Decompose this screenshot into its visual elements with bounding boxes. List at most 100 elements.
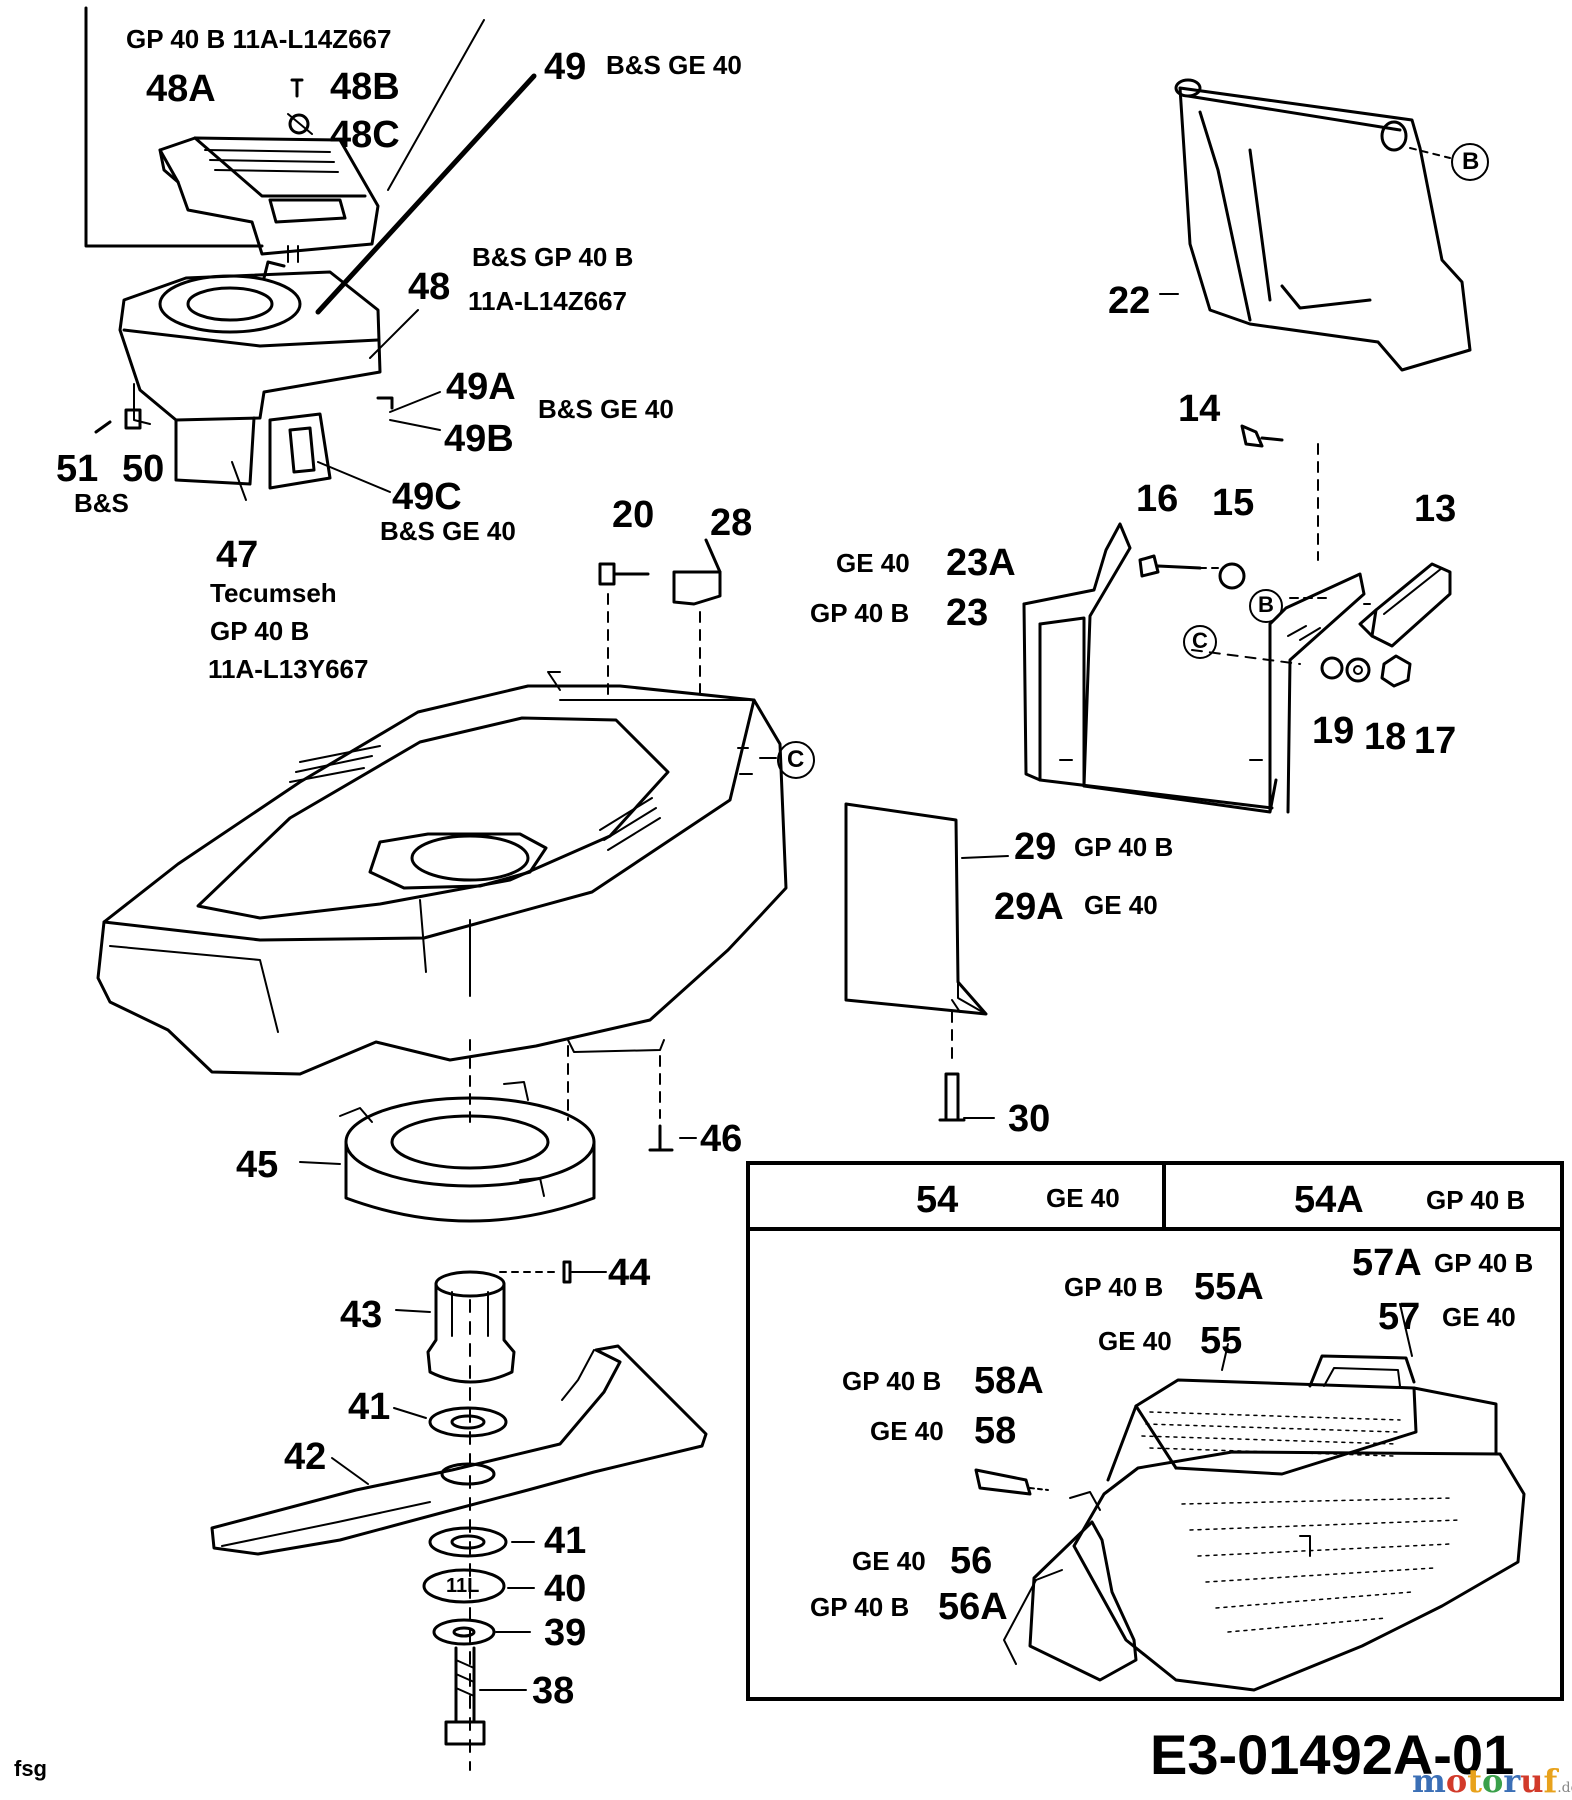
- part-label-39: 39: [544, 1612, 587, 1654]
- variant-label-58: GE 40: [870, 1416, 944, 1446]
- key-44: [562, 1260, 572, 1284]
- part-label-30: 30: [1008, 1098, 1051, 1140]
- part-label-56A: 56A: [938, 1586, 1008, 1628]
- part-label-49: 49: [544, 46, 587, 88]
- part-label-23: 23: [946, 592, 989, 634]
- part-label-45: 45: [236, 1144, 279, 1186]
- part-label-58A: 58A: [974, 1360, 1044, 1402]
- watermark-letter: t: [1467, 1762, 1482, 1800]
- part-label-22: 22: [1108, 280, 1151, 322]
- part-label-48C: 48C: [330, 114, 400, 156]
- washer-40: [422, 1568, 506, 1604]
- watermark-letter: o: [1445, 1762, 1468, 1800]
- variant-label-23: GP 40 B: [810, 598, 910, 628]
- part-label-18: 18: [1364, 716, 1407, 758]
- part-label-14: 14: [1178, 388, 1221, 430]
- watermark-letter: u: [1520, 1762, 1544, 1800]
- engine-cover-48A: [158, 136, 380, 256]
- washer-19: [1320, 656, 1344, 680]
- part-label-47: 47: [216, 534, 259, 576]
- variant-bracket-line: [387, 19, 485, 191]
- part-label-48B: 48B: [330, 66, 400, 108]
- part-label-41-top: 41: [348, 1386, 391, 1428]
- blade-housing-45: [339, 1081, 596, 1223]
- part-label-49B: 49B: [444, 418, 514, 460]
- part-label-16: 16: [1136, 478, 1179, 520]
- leader-49B: [389, 419, 441, 431]
- leader-49: [315, 73, 537, 315]
- rear-bracket-23: [1022, 522, 1366, 814]
- leader-47: [231, 461, 247, 501]
- washer-41-bottom: [428, 1526, 508, 1558]
- part-label-51: 51: [56, 448, 99, 490]
- part-label-43: 43: [340, 1294, 383, 1336]
- washer-41-top: [428, 1406, 508, 1438]
- drawing-number: E3-01492A-01: [1150, 1723, 1515, 1786]
- screw-14: [1240, 424, 1284, 448]
- part-label-46: 46: [700, 1118, 743, 1160]
- part-label-55A: 55A: [1194, 1266, 1264, 1308]
- variant-label-29A: GE 40: [1084, 890, 1158, 920]
- grass-bag-54: [1003, 1354, 1526, 1692]
- blade-adapter-43: [426, 1270, 516, 1384]
- part-label-13: 13: [1414, 488, 1457, 530]
- bag-part-54A: 54A: [1294, 1179, 1364, 1221]
- bolt-38: [444, 1646, 486, 1746]
- leader-49A: [389, 391, 441, 413]
- rear-flap-22: [1159, 78, 1472, 372]
- part-label-41-bottom: 41: [544, 1520, 587, 1562]
- bag-part-54: 54: [916, 1179, 959, 1221]
- variant-label-47-line2: GP 40 B: [210, 616, 310, 646]
- part-label-57A: 57A: [1352, 1242, 1422, 1284]
- part-label-42: 42: [284, 1436, 327, 1478]
- part-label-38: 38: [532, 1670, 575, 1712]
- part-label-19: 19: [1312, 710, 1355, 752]
- ref-letter-b2: B: [1258, 592, 1274, 617]
- part-label-40: 40: [544, 1568, 587, 1610]
- variant-label-56: GE 40: [852, 1546, 926, 1576]
- part-label-23A: 23A: [946, 542, 1016, 584]
- ref-letter-c: C: [787, 746, 805, 773]
- part-label-28: 28: [710, 502, 753, 544]
- part-label-48A: 48A: [146, 68, 216, 110]
- ref-circle-c2: [1183, 625, 1217, 659]
- part-label-49A: 49A: [446, 366, 516, 408]
- variant-table-divider: [1162, 1165, 1166, 1227]
- variant-label-56A: GP 40 B: [810, 1592, 910, 1622]
- variant-bracket-line: [84, 6, 264, 248]
- part-50: [124, 408, 142, 430]
- bag-variant-54: GE 40: [1046, 1183, 1120, 1213]
- variant-table-header: [750, 1165, 1560, 1231]
- watermark-letter: f: [1543, 1762, 1558, 1800]
- part-label-55: 55: [1200, 1320, 1243, 1362]
- part-label-15: 15: [1212, 482, 1255, 524]
- screw-30: [938, 1072, 966, 1122]
- watermark-tld: .de: [1557, 1780, 1572, 1796]
- variant-label-5150: B&S: [74, 488, 129, 518]
- ref-letter-b: B: [1462, 148, 1480, 175]
- blade-42: [210, 1344, 708, 1556]
- clip-28: [672, 538, 722, 606]
- variant-label-57A: GP 40 B: [1434, 1248, 1534, 1278]
- drafter-initials: fsg: [14, 1756, 47, 1781]
- variant-label-57: GE 40: [1442, 1302, 1516, 1332]
- part-label-48: 48: [408, 266, 451, 308]
- part-label-56: 56: [950, 1540, 993, 1582]
- variant-label-55: GE 40: [1098, 1326, 1172, 1356]
- pin-58: [974, 1468, 1032, 1496]
- clip-48C: [288, 113, 310, 135]
- part-label-58: 58: [974, 1410, 1017, 1452]
- variant-label-49: B&S GE 40: [606, 50, 742, 80]
- leader-48: [369, 309, 419, 359]
- variant-label-29: GP 40 B: [1074, 832, 1174, 862]
- watermark-text: motoruf: [1412, 1762, 1557, 1800]
- watermark-letter: r: [1503, 1762, 1521, 1800]
- nut-15: [1218, 562, 1246, 590]
- lever-13: [1358, 562, 1452, 648]
- part-label-29A: 29A: [994, 886, 1064, 928]
- part-label-44: 44: [608, 1252, 651, 1294]
- variant-label-47-line3: 11A-L13Y667: [208, 654, 369, 684]
- nut-17: [1380, 654, 1412, 688]
- variant-label: GP 40 B 11A-L14Z667: [126, 24, 392, 54]
